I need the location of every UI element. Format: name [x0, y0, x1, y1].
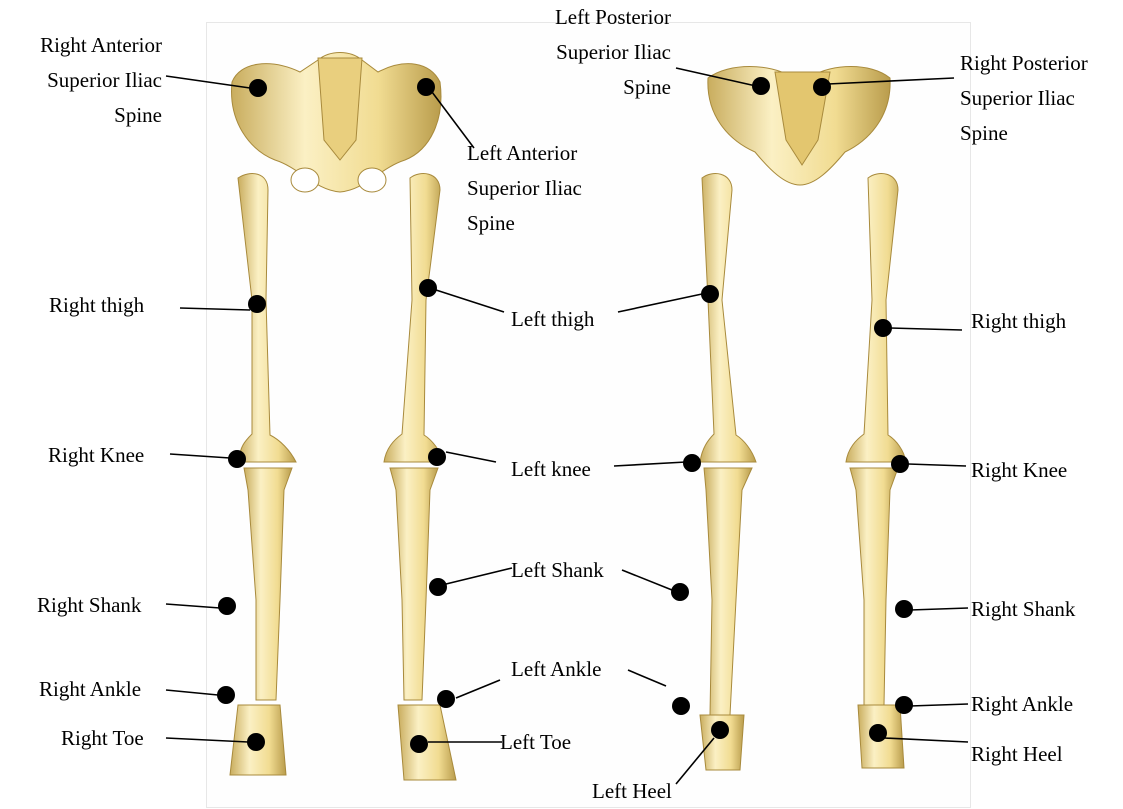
label-right-psis-line1: Right Posterior [960, 46, 1088, 81]
marker-right-ankle-back [895, 696, 913, 714]
anterior-obturator-left [358, 168, 386, 192]
label-left-toe: Left Toe [500, 725, 571, 760]
anterior-skeleton [230, 53, 456, 781]
leader-right-thigh-front [180, 308, 250, 310]
label-left-asis-line1: Left Anterior [467, 136, 582, 171]
marker-left-thigh-back [701, 285, 719, 303]
label-right-asis: Right Anterior Superior Iliac Spine [0, 28, 162, 133]
marker-right-shank-front [218, 597, 236, 615]
marker-right-knee-front [228, 450, 246, 468]
leader-right-ankle-front [166, 690, 218, 695]
label-right-thigh-back: Right thigh [971, 304, 1066, 339]
label-left-psis: Left Posterior Superior Iliac Spine [510, 0, 671, 105]
marker-right-toe-front [247, 733, 265, 751]
posterior-left-femur [700, 174, 756, 462]
marker-left-psis [752, 77, 770, 95]
posterior-right-femur [846, 174, 906, 462]
label-right-asis-line3: Spine [0, 98, 162, 133]
marker-left-shank-front [429, 578, 447, 596]
marker-left-thigh-front [419, 279, 437, 297]
label-right-psis-line3: Spine [960, 116, 1088, 151]
label-right-shank-front: Right Shank [37, 588, 141, 623]
marker-left-asis [417, 78, 435, 96]
label-right-knee-front: Right Knee [48, 438, 144, 473]
marker-right-thigh-back [874, 319, 892, 337]
leader-left-thigh-back [618, 294, 702, 312]
marker-right-asis [249, 79, 267, 97]
marker-left-knee-front [428, 448, 446, 466]
marker-left-knee-back [683, 454, 701, 472]
posterior-skeleton [700, 67, 906, 771]
leader-left-thigh-front [436, 290, 504, 312]
anterior-obturator-right [291, 168, 319, 192]
posterior-right-tibia [850, 468, 898, 705]
label-left-psis-line1: Left Posterior [510, 0, 671, 35]
label-left-psis-line2: Superior Iliac [510, 35, 671, 70]
leader-right-thigh-back [890, 328, 962, 330]
label-right-shank-back: Right Shank [971, 592, 1075, 627]
marker-left-heel-back [711, 721, 729, 739]
posterior-left-tibia [704, 468, 752, 715]
label-right-asis-line2: Superior Iliac [0, 63, 162, 98]
leader-left-ankle-front [456, 680, 500, 698]
label-left-knee-front: Left knee [511, 452, 591, 487]
leader-right-knee-front [170, 454, 230, 458]
marker-right-thigh-front [248, 295, 266, 313]
leader-right-shank-back [910, 608, 968, 610]
label-left-asis-line3: Spine [467, 206, 582, 241]
leader-right-shank-front [166, 604, 220, 608]
marker-right-psis [813, 78, 831, 96]
leader-right-knee-back [908, 464, 966, 466]
label-left-asis: Left Anterior Superior Iliac Spine [467, 136, 582, 241]
label-left-asis-line2: Superior Iliac [467, 171, 582, 206]
label-right-psis-line2: Superior Iliac [960, 81, 1088, 116]
label-right-psis: Right Posterior Superior Iliac Spine [960, 46, 1088, 151]
leader-right-ankle-back [910, 704, 968, 706]
label-left-heel: Left Heel [592, 774, 672, 809]
marker-right-shank-back [895, 600, 913, 618]
label-left-shank: Left Shank [511, 553, 604, 588]
label-right-asis-line1: Right Anterior [0, 28, 162, 63]
label-right-ankle-back: Right Ankle [971, 687, 1073, 722]
marker-right-knee-back [891, 455, 909, 473]
anterior-left-femur [384, 174, 444, 462]
label-right-toe: Right Toe [61, 721, 144, 756]
leader-left-ankle-back [628, 670, 666, 686]
label-right-ankle-front: Right Ankle [39, 672, 141, 707]
anterior-right-tibia [244, 468, 292, 700]
marker-right-ankle-front [217, 686, 235, 704]
marker-left-ankle-back [672, 697, 690, 715]
marker-right-heel-back [869, 724, 887, 742]
leader-left-shank-back [622, 570, 672, 590]
leader-left-knee-back [614, 462, 686, 466]
leader-left-shank-front [446, 568, 512, 584]
label-right-thigh-front: Right thigh [49, 288, 144, 323]
label-right-heel: Right Heel [971, 737, 1063, 772]
leader-left-knee-front [446, 452, 496, 462]
anterior-right-femur [238, 174, 296, 462]
label-left-ankle: Left Ankle [511, 652, 601, 687]
label-left-thigh-front: Left thigh [511, 302, 594, 337]
label-left-psis-line3: Spine [510, 70, 671, 105]
marker-left-toe-front [410, 735, 428, 753]
marker-left-shank-back [671, 583, 689, 601]
marker-left-ankle-front [437, 690, 455, 708]
label-right-knee-back: Right Knee [971, 453, 1067, 488]
